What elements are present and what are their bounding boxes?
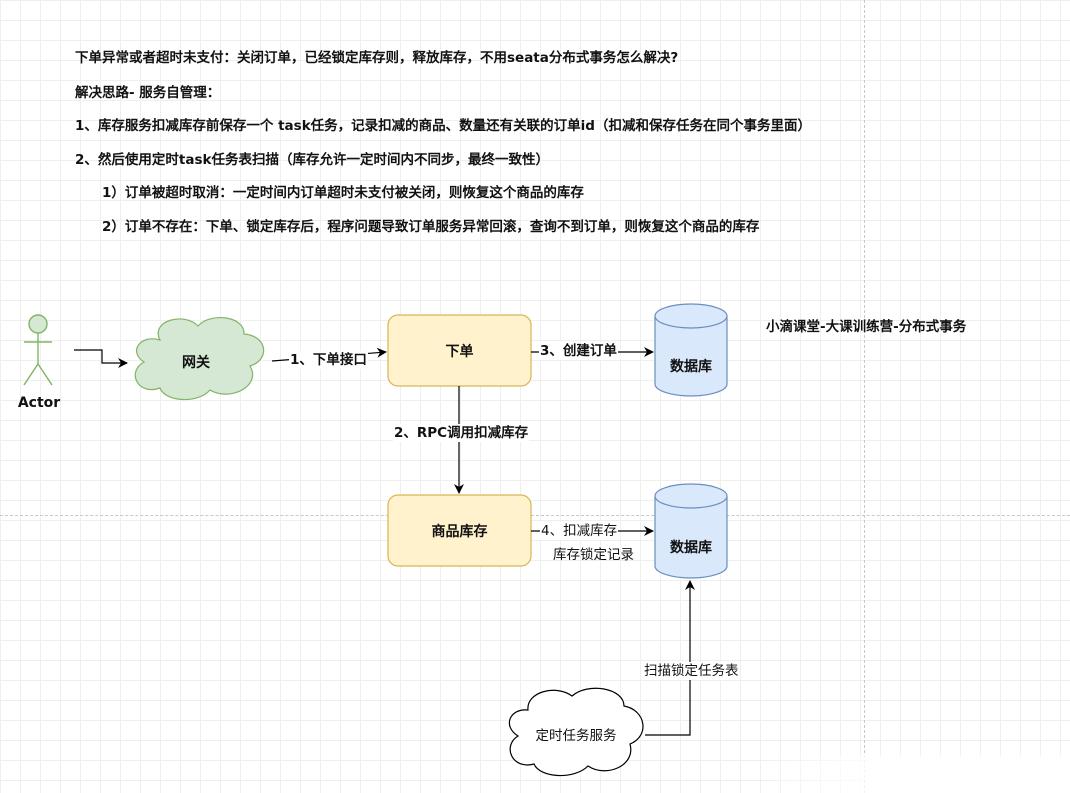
note-problem: 下单异常或者超时未支付：关闭订单，已经锁定库存则，释放库存，不用seata分布式… — [75, 50, 679, 66]
edge-actor-to-gateway — [74, 349, 128, 368]
inventory-database-label: 数据库 — [670, 540, 712, 556]
note-step-2-case-2: 2）订单不存在：下单、锁定库存后，程序问题导致订单服务异常回滚，查询不到订单，则… — [102, 219, 760, 235]
course-watermark: 小滴课堂-大课训练营-分布式事务 — [766, 319, 967, 335]
actor-figure[interactable] — [23, 314, 53, 386]
scheduler-label: 定时任务服务 — [535, 728, 617, 744]
inventory-service-label: 商品库存 — [431, 524, 488, 540]
edge-label-order-api: 1、下单接口 — [289, 351, 368, 369]
order-service-label: 下单 — [445, 344, 474, 360]
order-database-label: 数据库 — [670, 359, 712, 375]
edge-label-scan-task-table: 扫描锁定任务表 — [643, 662, 740, 680]
note-step-2-case-1: 1）订单被超时取消：一定时间内订单超时未支付被关闭，则恢复这个商品的库存 — [102, 185, 584, 201]
edge-label-deduct-inventory: 4、扣减库存 — [540, 522, 619, 540]
order-database[interactable] — [654, 303, 728, 397]
edge-label-rpc-deduct: 2、RPC调用扣减库存 — [393, 424, 530, 442]
note-approach-title: 解决思路- 服务自管理： — [75, 85, 221, 101]
inventory-database[interactable] — [654, 483, 728, 579]
page-break-horizontal — [0, 515, 1070, 516]
note-step-2: 2、然后使用定时task任务表扫描（库存允许一定时间内不同步，最终一致性） — [75, 152, 549, 168]
gateway-label: 网关 — [182, 355, 210, 371]
bottom-right-fade — [760, 755, 1070, 793]
edge-label-lock-record: 库存锁定记录 — [553, 547, 634, 563]
gateway-cloud[interactable] — [134, 317, 265, 401]
scheduler-cloud[interactable] — [508, 687, 644, 777]
edge-label-create-order: 3、创建订单 — [539, 342, 618, 360]
edge-scheduler-to-db — [645, 580, 695, 736]
actor-label: Actor — [17, 395, 61, 411]
note-step-1: 1、库存服务扣减库存前保存一个 task任务，记录扣减的商品、数量还有关联的订单… — [75, 118, 811, 134]
page-break-vertical — [864, 0, 865, 793]
